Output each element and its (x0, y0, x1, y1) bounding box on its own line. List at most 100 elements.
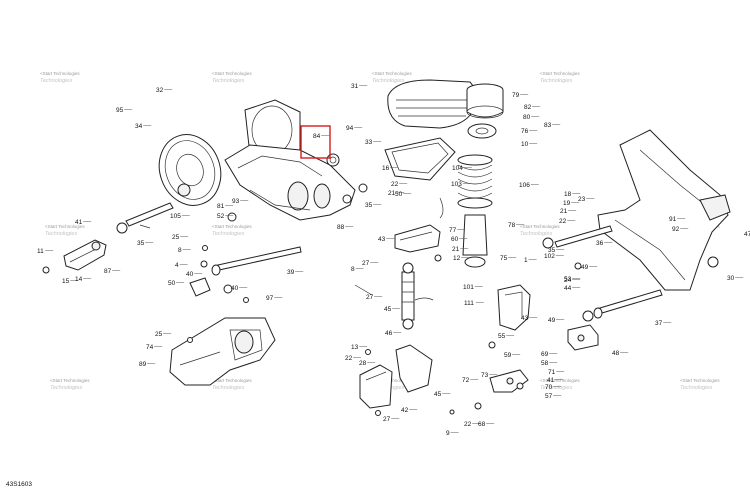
callout-83[interactable]: 83 (544, 122, 552, 129)
callout-33[interactable]: 33 (365, 139, 373, 146)
callout-79[interactable]: 79 (512, 92, 520, 99)
callout-95[interactable]: 95 (116, 107, 124, 114)
callout-35[interactable]: 35 (137, 240, 145, 247)
callout-40[interactable]: 40 (186, 271, 194, 278)
callout-4[interactable]: 4 (175, 262, 179, 269)
callout-84[interactable]: 84 (313, 133, 321, 140)
callout-77[interactable]: 77 (449, 227, 457, 234)
callout-82[interactable]: 82 (524, 104, 532, 111)
callout-27[interactable]: 27 (362, 260, 370, 267)
callout-91[interactable]: 91 (669, 216, 677, 223)
callout-49[interactable]: 49 (581, 264, 589, 271)
callout-37[interactable]: 37 (655, 320, 663, 327)
callout-101[interactable]: 101 (463, 284, 474, 291)
callout-81[interactable]: 81 (217, 203, 225, 210)
callout-19[interactable]: 19 (563, 200, 571, 207)
callout-92[interactable]: 92 (672, 226, 680, 233)
callout-14[interactable]: 14 (75, 276, 83, 283)
callout-88[interactable]: 88 (337, 224, 345, 231)
callout-10[interactable]: 10 (521, 141, 529, 148)
callout-60[interactable]: 60 (451, 236, 459, 243)
callout-32[interactable]: 32 (156, 87, 164, 94)
callout-35[interactable]: 35 (365, 202, 373, 209)
callout-42[interactable]: 42 (401, 407, 409, 414)
callout-24[interactable]: 24 (564, 277, 572, 284)
callout-46[interactable]: 46 (385, 330, 393, 337)
callout-111[interactable]: 111 (464, 300, 474, 307)
callout-68[interactable]: 68 (478, 421, 486, 428)
callout-39[interactable]: 39 (287, 269, 295, 276)
callout-22[interactable]: 22 (345, 355, 353, 362)
callout-52[interactable]: 52 (217, 213, 225, 220)
callout-44[interactable]: 44 (564, 285, 572, 292)
callout-49[interactable]: 49 (548, 317, 556, 324)
callout-36[interactable]: 36 (596, 240, 604, 247)
callout-87[interactable]: 87 (104, 268, 112, 275)
callout-106[interactable]: 106 (519, 182, 530, 189)
callout-40[interactable]: 40 (231, 285, 239, 292)
callout-27[interactable]: 27 (366, 294, 374, 301)
callout-43[interactable]: 43 (521, 315, 529, 322)
highlight-box[interactable] (300, 125, 331, 159)
callout-104[interactable]: 104 (452, 165, 463, 172)
callout-43[interactable]: 43 (378, 236, 386, 243)
callout-78[interactable]: 78 (508, 222, 516, 229)
callout-80[interactable]: 80 (523, 114, 531, 121)
callout-41[interactable]: 41 (547, 377, 555, 384)
callout-30[interactable]: 30 (727, 275, 735, 282)
callout-21[interactable]: 21 (560, 208, 568, 215)
callout-27[interactable]: 27 (383, 416, 391, 423)
callout-55[interactable]: 55 (498, 333, 506, 340)
callout-89[interactable]: 89 (139, 361, 147, 368)
callout-94[interactable]: 94 (346, 125, 354, 132)
callout-71[interactable]: 71 (548, 369, 556, 376)
leader-lines (45, 85, 744, 433)
callout-9[interactable]: 9 (446, 430, 450, 437)
callout-21[interactable]: 21 (388, 190, 396, 197)
callout-53[interactable]: 53 (564, 276, 572, 283)
watermark-text: <Start Technologies (40, 71, 80, 76)
callout-23[interactable]: 23 (578, 196, 586, 203)
callout-45[interactable]: 45 (384, 306, 392, 313)
callout-58[interactable]: 58 (541, 360, 549, 367)
callout-76[interactable]: 76 (521, 128, 529, 135)
callout-59[interactable]: 59 (504, 352, 512, 359)
callout-47[interactable]: 47 (744, 231, 750, 238)
callout-16[interactable]: 16 (382, 165, 390, 172)
callout-13[interactable]: 13 (351, 344, 359, 351)
callout-50[interactable]: 50 (395, 191, 403, 198)
callout-22[interactable]: 22 (559, 218, 567, 225)
callout-21[interactable]: 21 (452, 246, 460, 253)
callout-31[interactable]: 31 (351, 83, 359, 90)
callout-41[interactable]: 41 (75, 219, 83, 226)
callout-103[interactable]: 103 (451, 181, 462, 188)
callout-35[interactable]: 35 (548, 247, 556, 254)
callout-1[interactable]: 1 (524, 257, 528, 264)
callout-50[interactable]: 50 (168, 280, 176, 287)
callout-18[interactable]: 18 (564, 191, 572, 198)
callout-8[interactable]: 8 (351, 266, 355, 273)
callout-22[interactable]: 22 (464, 421, 472, 428)
callout-25[interactable]: 25 (172, 234, 180, 241)
callout-15[interactable]: 15 (62, 278, 70, 285)
callout-75[interactable]: 75 (500, 255, 508, 262)
callout-57[interactable]: 57 (545, 393, 553, 400)
callout-105[interactable]: 105 (170, 213, 181, 220)
callout-97[interactable]: 97 (266, 295, 274, 302)
callout-12[interactable]: 12 (453, 255, 461, 262)
callout-102[interactable]: 102 (544, 253, 555, 260)
callout-72[interactable]: 72 (462, 377, 470, 384)
callout-73[interactable]: 73 (481, 372, 489, 379)
callout-93[interactable]: 93 (232, 198, 240, 205)
callout-69[interactable]: 69 (541, 351, 549, 358)
callout-74[interactable]: 74 (146, 344, 154, 351)
callout-34[interactable]: 34 (135, 123, 143, 130)
callout-8[interactable]: 8 (178, 247, 182, 254)
callout-22[interactable]: 22 (391, 181, 399, 188)
callout-11[interactable]: 11 (37, 248, 44, 255)
callout-28[interactable]: 28 (359, 360, 367, 367)
callout-70[interactable]: 70 (545, 384, 553, 391)
callout-48[interactable]: 48 (612, 350, 620, 357)
callout-25[interactable]: 25 (155, 331, 163, 338)
callout-45[interactable]: 45 (434, 391, 442, 398)
